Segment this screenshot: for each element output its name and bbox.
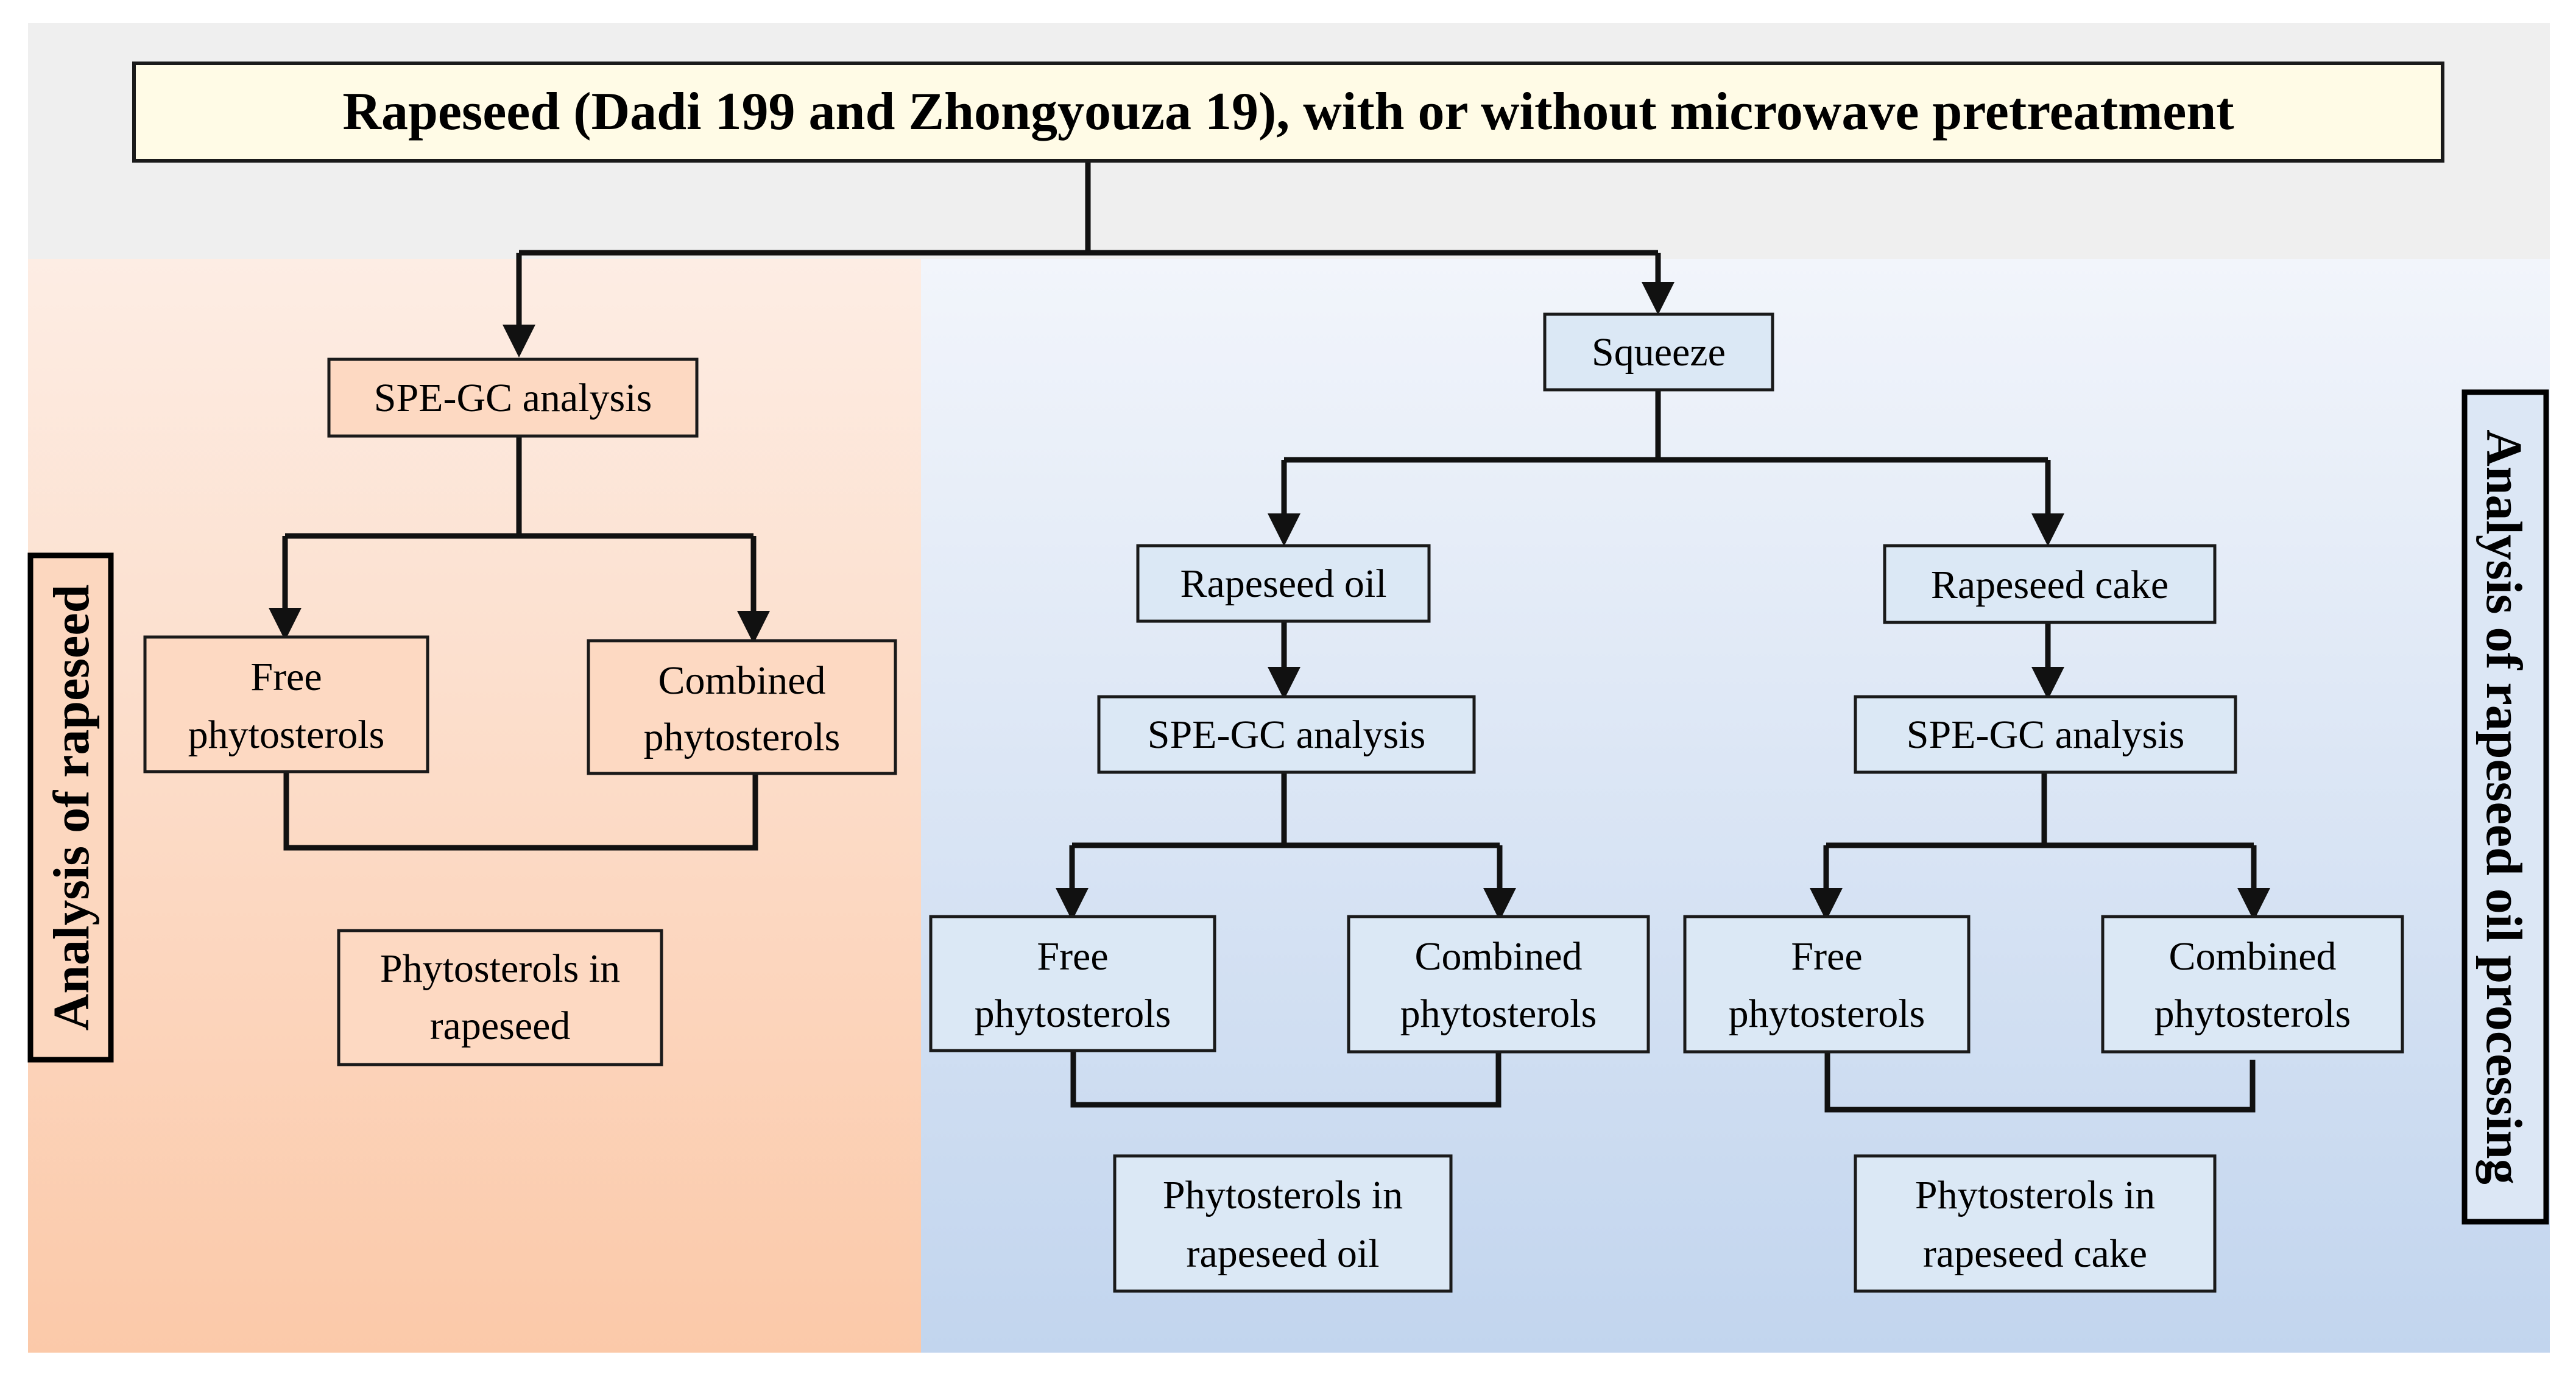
node-oil-free: Free phytosterols	[929, 915, 1216, 1052]
left-result-line1: Phytosterols in	[380, 946, 620, 991]
node-cake-combined: Combined phytosterols	[2101, 915, 2404, 1054]
node-left-free: Free phytosterols	[143, 635, 429, 773]
left-combined-line2: phytosterols	[644, 715, 841, 759]
oil-result-line2: rapeseed oil	[1186, 1231, 1379, 1276]
oil-combined-line2: phytosterols	[1400, 991, 1597, 1036]
left-side-label: Analysis of rapeseed	[27, 552, 114, 1063]
oil-spe-gc-label: SPE-GC analysis	[1148, 713, 1426, 757]
left-free-line1: Free	[250, 655, 322, 699]
node-cake-free: Free phytosterols	[1683, 915, 1971, 1054]
cake-free-line2: phytosterols	[1729, 991, 1925, 1036]
node-rapeseed-oil: Rapeseed oil	[1136, 544, 1431, 623]
squeeze-label: Squeeze	[1592, 330, 1726, 375]
rapeseed-cake-label: Rapeseed cake	[1931, 563, 2168, 607]
cake-result-line2: rapeseed cake	[1923, 1231, 2147, 1276]
node-left-result: Phytosterols in rapeseed	[337, 929, 663, 1066]
node-rapeseed-cake: Rapeseed cake	[1883, 544, 2217, 624]
node-oil-result: Phytosterols in rapeseed oil	[1113, 1154, 1453, 1293]
cake-free-line1: Free	[1791, 934, 1862, 979]
node-left-combined: Combined phytosterols	[587, 639, 897, 775]
rapeseed-oil-label: Rapeseed oil	[1180, 562, 1386, 606]
node-cake-result: Phytosterols in rapeseed cake	[1854, 1154, 2217, 1293]
cake-spe-gc-label: SPE-GC analysis	[1907, 713, 2185, 757]
connector-lines	[269, 161, 2270, 1113]
node-squeeze: Squeeze	[1543, 312, 1774, 392]
left-panel	[28, 259, 921, 1353]
right-side-label-text: Analysis of rapeseed oil processing	[2475, 429, 2532, 1185]
cake-result-line1: Phytosterols in	[1915, 1173, 2155, 1217]
oil-result-line1: Phytosterols in	[1163, 1173, 1403, 1217]
node-left-spe-gc: SPE-GC analysis	[327, 357, 699, 438]
node-cake-spe-gc: SPE-GC analysis	[1854, 695, 2237, 774]
oil-combined-line1: Combined	[1415, 934, 1583, 979]
oil-free-line2: phytosterols	[975, 991, 1171, 1036]
left-combined-line1: Combined	[658, 658, 826, 703]
left-result-line2: rapeseed	[430, 1004, 571, 1048]
title-node: Rapeseed (Dadi 199 and Zhongyouza 19), w…	[132, 62, 2444, 163]
left-spe-gc-label: SPE-GC analysis	[374, 376, 652, 420]
oil-free-line1: Free	[1037, 934, 1108, 979]
node-oil-spe-gc: SPE-GC analysis	[1097, 695, 1476, 774]
left-side-label-text: Analysis of rapeseed	[43, 585, 100, 1031]
left-free-line2: phytosterols	[188, 713, 385, 757]
cake-combined-line1: Combined	[2169, 934, 2337, 979]
right-side-label: Analysis of rapeseed oil processing	[2461, 389, 2549, 1225]
diagram-title: Rapeseed (Dadi 199 and Zhongyouza 19), w…	[342, 82, 2234, 141]
node-oil-combined: Combined phytosterols	[1347, 915, 1650, 1054]
cake-combined-line2: phytosterols	[2154, 991, 2351, 1036]
